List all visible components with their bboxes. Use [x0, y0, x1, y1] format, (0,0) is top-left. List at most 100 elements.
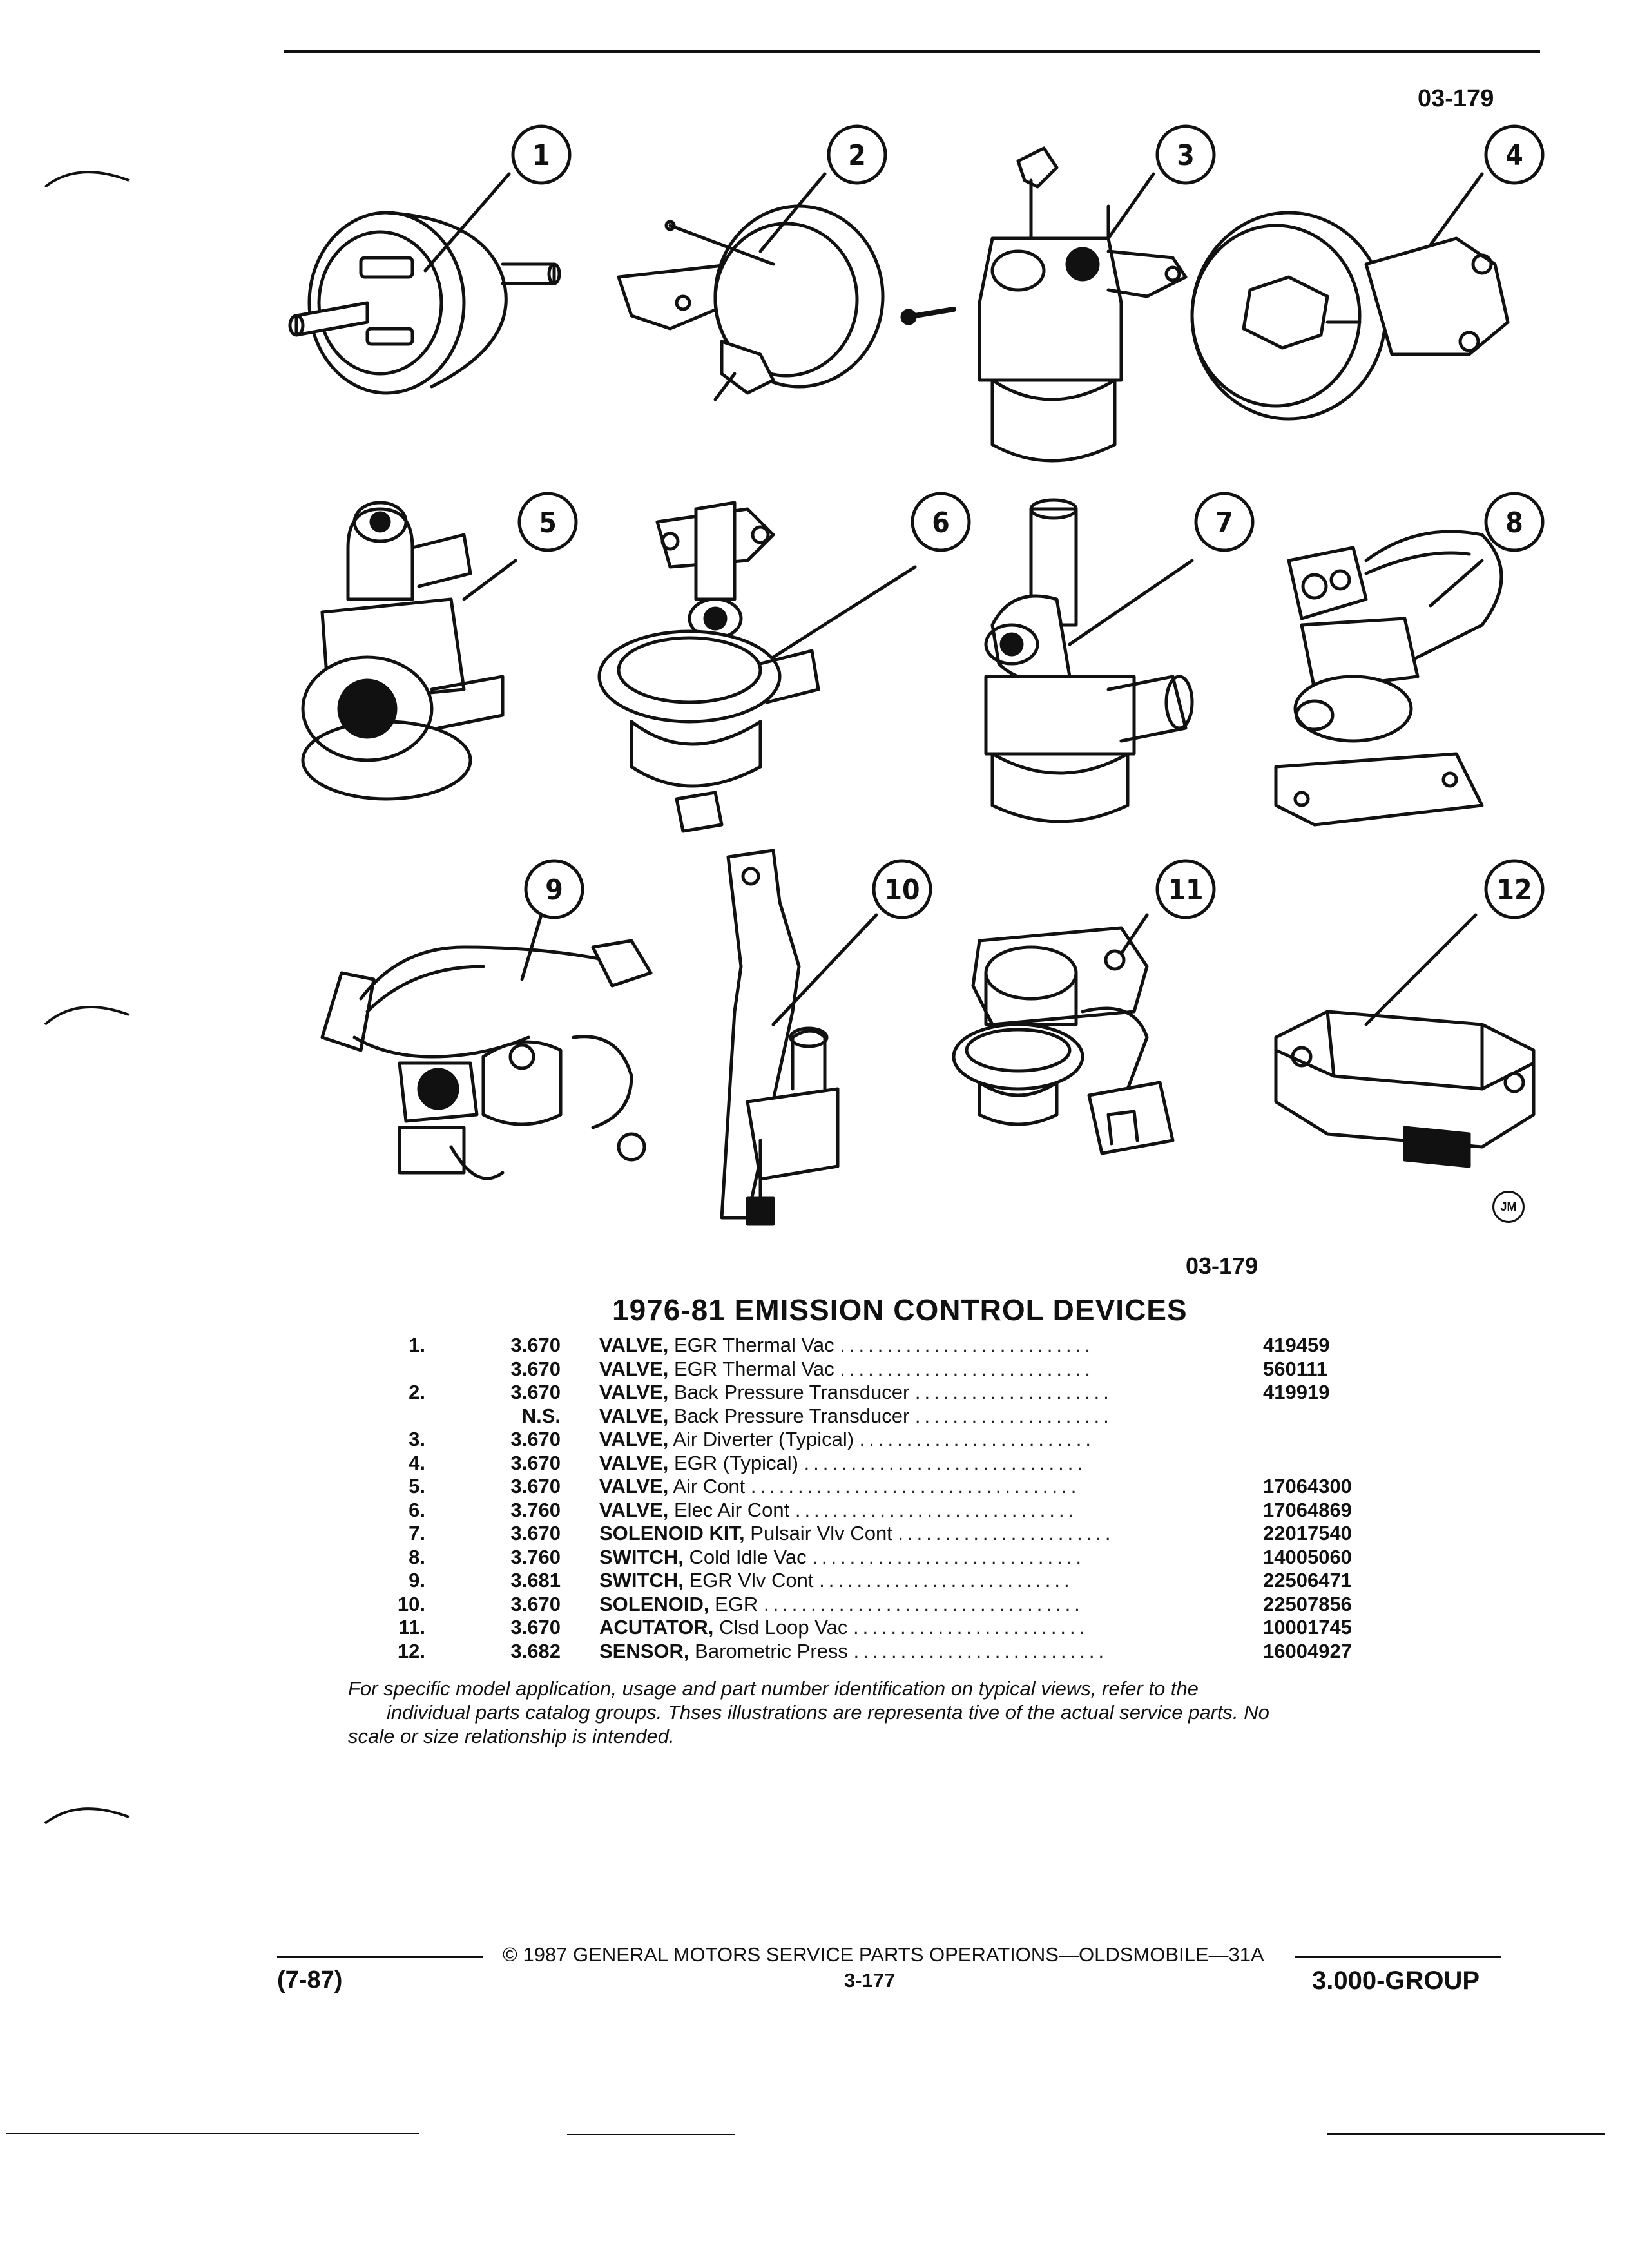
- part-3-drawing: [900, 146, 1188, 463]
- part-description: SENSOR, Barometric Press ...............…: [599, 1639, 1108, 1662]
- group-number: 3.670: [510, 1381, 561, 1403]
- group-number: 3.670: [510, 1428, 561, 1450]
- part-detail: EGR (Typical): [674, 1451, 798, 1474]
- group-number: 3.670: [510, 1522, 561, 1544]
- part-description: VALVE, Air Diverter (Typical) ..........…: [599, 1428, 1095, 1450]
- date-code: (7-87): [277, 1966, 343, 1994]
- page-number: 3-177: [844, 1969, 896, 1992]
- part-detail: Back Pressure Transducer: [674, 1404, 910, 1427]
- callout-7: 7: [1215, 506, 1233, 539]
- part-10-drawing: [720, 849, 840, 1226]
- part-detail: Clsd Loop Vac: [719, 1616, 848, 1639]
- scan-edge-line: [567, 2134, 735, 2135]
- figure-code-top: 03-179: [1418, 85, 1494, 112]
- group-number: 3.670: [510, 1451, 561, 1474]
- parts-row: 5. 3.670 VALVE, Air Cont ...............…: [361, 1475, 1405, 1499]
- callout-8: 8: [1505, 506, 1523, 539]
- parts-row: N.S. VALVE, Back Pressure Transducer ...…: [361, 1405, 1405, 1428]
- part-name: SWITCH,: [599, 1545, 684, 1568]
- footnote-line-3: scale or size relationship is intended.: [348, 1725, 675, 1747]
- part-name: VALVE,: [599, 1357, 669, 1380]
- part-name: SOLENOID KIT,: [599, 1522, 745, 1544]
- part-description: VALVE, EGR (Typical) ...................…: [599, 1451, 1086, 1474]
- part-detail: Back Pressure Transducer: [674, 1381, 910, 1403]
- part-detail: EGR Thermal Vac: [674, 1334, 834, 1356]
- parts-row: 2. 3.670 VALVE, Back Pressure Transducer…: [361, 1381, 1405, 1405]
- parts-row: 3.670 VALVE, EGR Thermal Vac ...........…: [361, 1358, 1405, 1381]
- parts-list: 1. 3.670 VALVE, EGR Thermal Vac ........…: [361, 1334, 1405, 1663]
- part-number: 560111: [1263, 1357, 1328, 1380]
- part-number: 419919: [1263, 1381, 1330, 1403]
- item-number: 6.: [409, 1498, 425, 1521]
- group-number: 3.670: [510, 1334, 561, 1356]
- part-9-drawing: [320, 939, 653, 1180]
- part-description: VALVE, Back Pressure Transducer ........…: [599, 1404, 1113, 1427]
- item-number: 7.: [409, 1522, 425, 1544]
- part-detail: EGR Vlv Cont: [689, 1569, 814, 1591]
- part-6-drawing: [597, 501, 820, 833]
- parts-row: 11. 3.670 ACUTATOR, Clsd Loop Vac ......…: [361, 1616, 1405, 1640]
- top-rule: [284, 50, 1540, 53]
- item-number: 3.: [409, 1428, 425, 1450]
- group-number: 3.681: [510, 1569, 561, 1591]
- group-number: 3.670: [510, 1475, 561, 1497]
- part-number: 17064869: [1263, 1498, 1352, 1521]
- copyright-line: © 1987 GENERAL MOTORS SERVICE PARTS OPER…: [503, 1943, 1264, 1966]
- group-number: 3.760: [510, 1498, 561, 1521]
- part-number: 14005060: [1263, 1545, 1352, 1568]
- part-name: VALVE,: [599, 1475, 669, 1497]
- part-number: 22507856: [1263, 1592, 1352, 1615]
- callout-2: 2: [848, 139, 866, 172]
- section-title: 1976-81 EMISSION CONTROL DEVICES: [612, 1293, 1188, 1327]
- parts-row: 9. 3.681 SWITCH, EGR Vlv Cont ..........…: [361, 1569, 1405, 1593]
- part-number: 17064300: [1263, 1475, 1352, 1497]
- part-12-drawing: [1274, 1010, 1536, 1168]
- part-description: VALVE, Elec Air Cont ...................…: [599, 1498, 1078, 1521]
- part-7-drawing: [984, 498, 1194, 823]
- group-number: 3.682: [510, 1639, 561, 1662]
- callout-12: 12: [1496, 874, 1532, 907]
- callout-5: 5: [539, 506, 557, 539]
- parts-row: 12. 3.682 SENSOR, Barometric Press .....…: [361, 1640, 1405, 1664]
- parts-row: 7. 3.670 SOLENOID KIT, Pulsair Vlv Cont …: [361, 1522, 1405, 1546]
- part-description: VALVE, EGR Thermal Vac .................…: [599, 1357, 1094, 1380]
- parts-row: 10. 3.670 SOLENOID, EGR ................…: [361, 1593, 1405, 1617]
- part-number: 16004927: [1263, 1639, 1352, 1662]
- item-number: 10.: [397, 1592, 425, 1615]
- item-number: 12.: [397, 1639, 425, 1662]
- part-detail: Pulsair Vlv Cont: [750, 1522, 892, 1544]
- jm-logo: JM: [1492, 1191, 1525, 1223]
- part-description: SOLENOID, EGR ..........................…: [599, 1592, 1084, 1615]
- group-number: 3.760: [510, 1545, 561, 1568]
- group-number: 3.670: [510, 1357, 561, 1380]
- part-2-drawing: [617, 204, 885, 401]
- part-number: 10001745: [1263, 1616, 1352, 1639]
- parts-row: 8. 3.760 SWITCH, Cold Idle Vac .........…: [361, 1546, 1405, 1570]
- group-number: N.S.: [521, 1404, 561, 1427]
- part-detail: EGR Thermal Vac: [674, 1357, 834, 1380]
- item-number: 9.: [409, 1569, 425, 1591]
- callout-1: 1: [532, 139, 550, 172]
- parts-row: 1. 3.670 VALVE, EGR Thermal Vac ........…: [361, 1334, 1405, 1358]
- part-description: VALVE, Back Pressure Transducer ........…: [599, 1381, 1113, 1403]
- part-description: VALVE, EGR Thermal Vac .................…: [599, 1334, 1094, 1356]
- part-detail: EGR: [715, 1592, 758, 1615]
- part-description: ACUTATOR, Clsd Loop Vac ................…: [599, 1616, 1089, 1639]
- part-name: VALVE,: [599, 1404, 669, 1427]
- scan-edge-line: [1327, 2133, 1605, 2135]
- part-name: SOLENOID,: [599, 1592, 709, 1615]
- part-description: VALVE, Air Cont ........................…: [599, 1475, 1081, 1497]
- part-description: SOLENOID KIT, Pulsair Vlv Cont .........…: [599, 1522, 1115, 1544]
- parts-row: 6. 3.760 VALVE, Elec Air Cont ..........…: [361, 1499, 1405, 1523]
- item-number: 11.: [398, 1616, 425, 1639]
- part-detail: Barometric Press: [695, 1639, 848, 1662]
- part-name: SWITCH,: [599, 1569, 684, 1591]
- footnote-line-1: For specific model application, usage an…: [348, 1677, 1199, 1700]
- part-detail: Cold Idle Vac: [689, 1545, 807, 1568]
- item-number: 2.: [409, 1381, 425, 1403]
- part-description: SWITCH, EGR Vlv Cont ...................…: [599, 1569, 1074, 1591]
- callout-10: 10: [884, 874, 920, 907]
- part-name: VALVE,: [599, 1451, 669, 1474]
- callout-4: 4: [1505, 139, 1523, 172]
- parts-row: 4. 3.670 VALVE, EGR (Typical) ..........…: [361, 1452, 1405, 1475]
